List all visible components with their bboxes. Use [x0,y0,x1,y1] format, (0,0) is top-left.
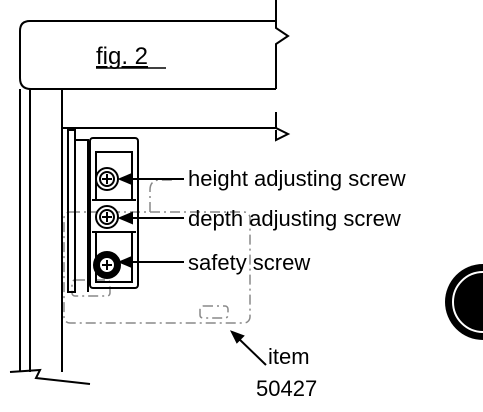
item-label: item [268,344,310,369]
edge-circle [445,264,483,340]
cabinet-top-panel [19,0,290,90]
label-depth-screw: depth adjusting screw [188,206,401,231]
hinge-plate [67,129,139,293]
height-screw [95,167,119,191]
safety-screw [93,251,121,279]
label-safety-screw: safety screw [188,250,310,275]
leader-lines [117,172,267,366]
cabinet-side-panel [9,89,91,385]
figure-title: fig. 2 [96,43,148,70]
door-edge [62,112,291,142]
depth-screw [95,205,119,229]
item-number: 50427 [256,376,317,401]
label-height-screw: height adjusting screw [188,166,406,191]
